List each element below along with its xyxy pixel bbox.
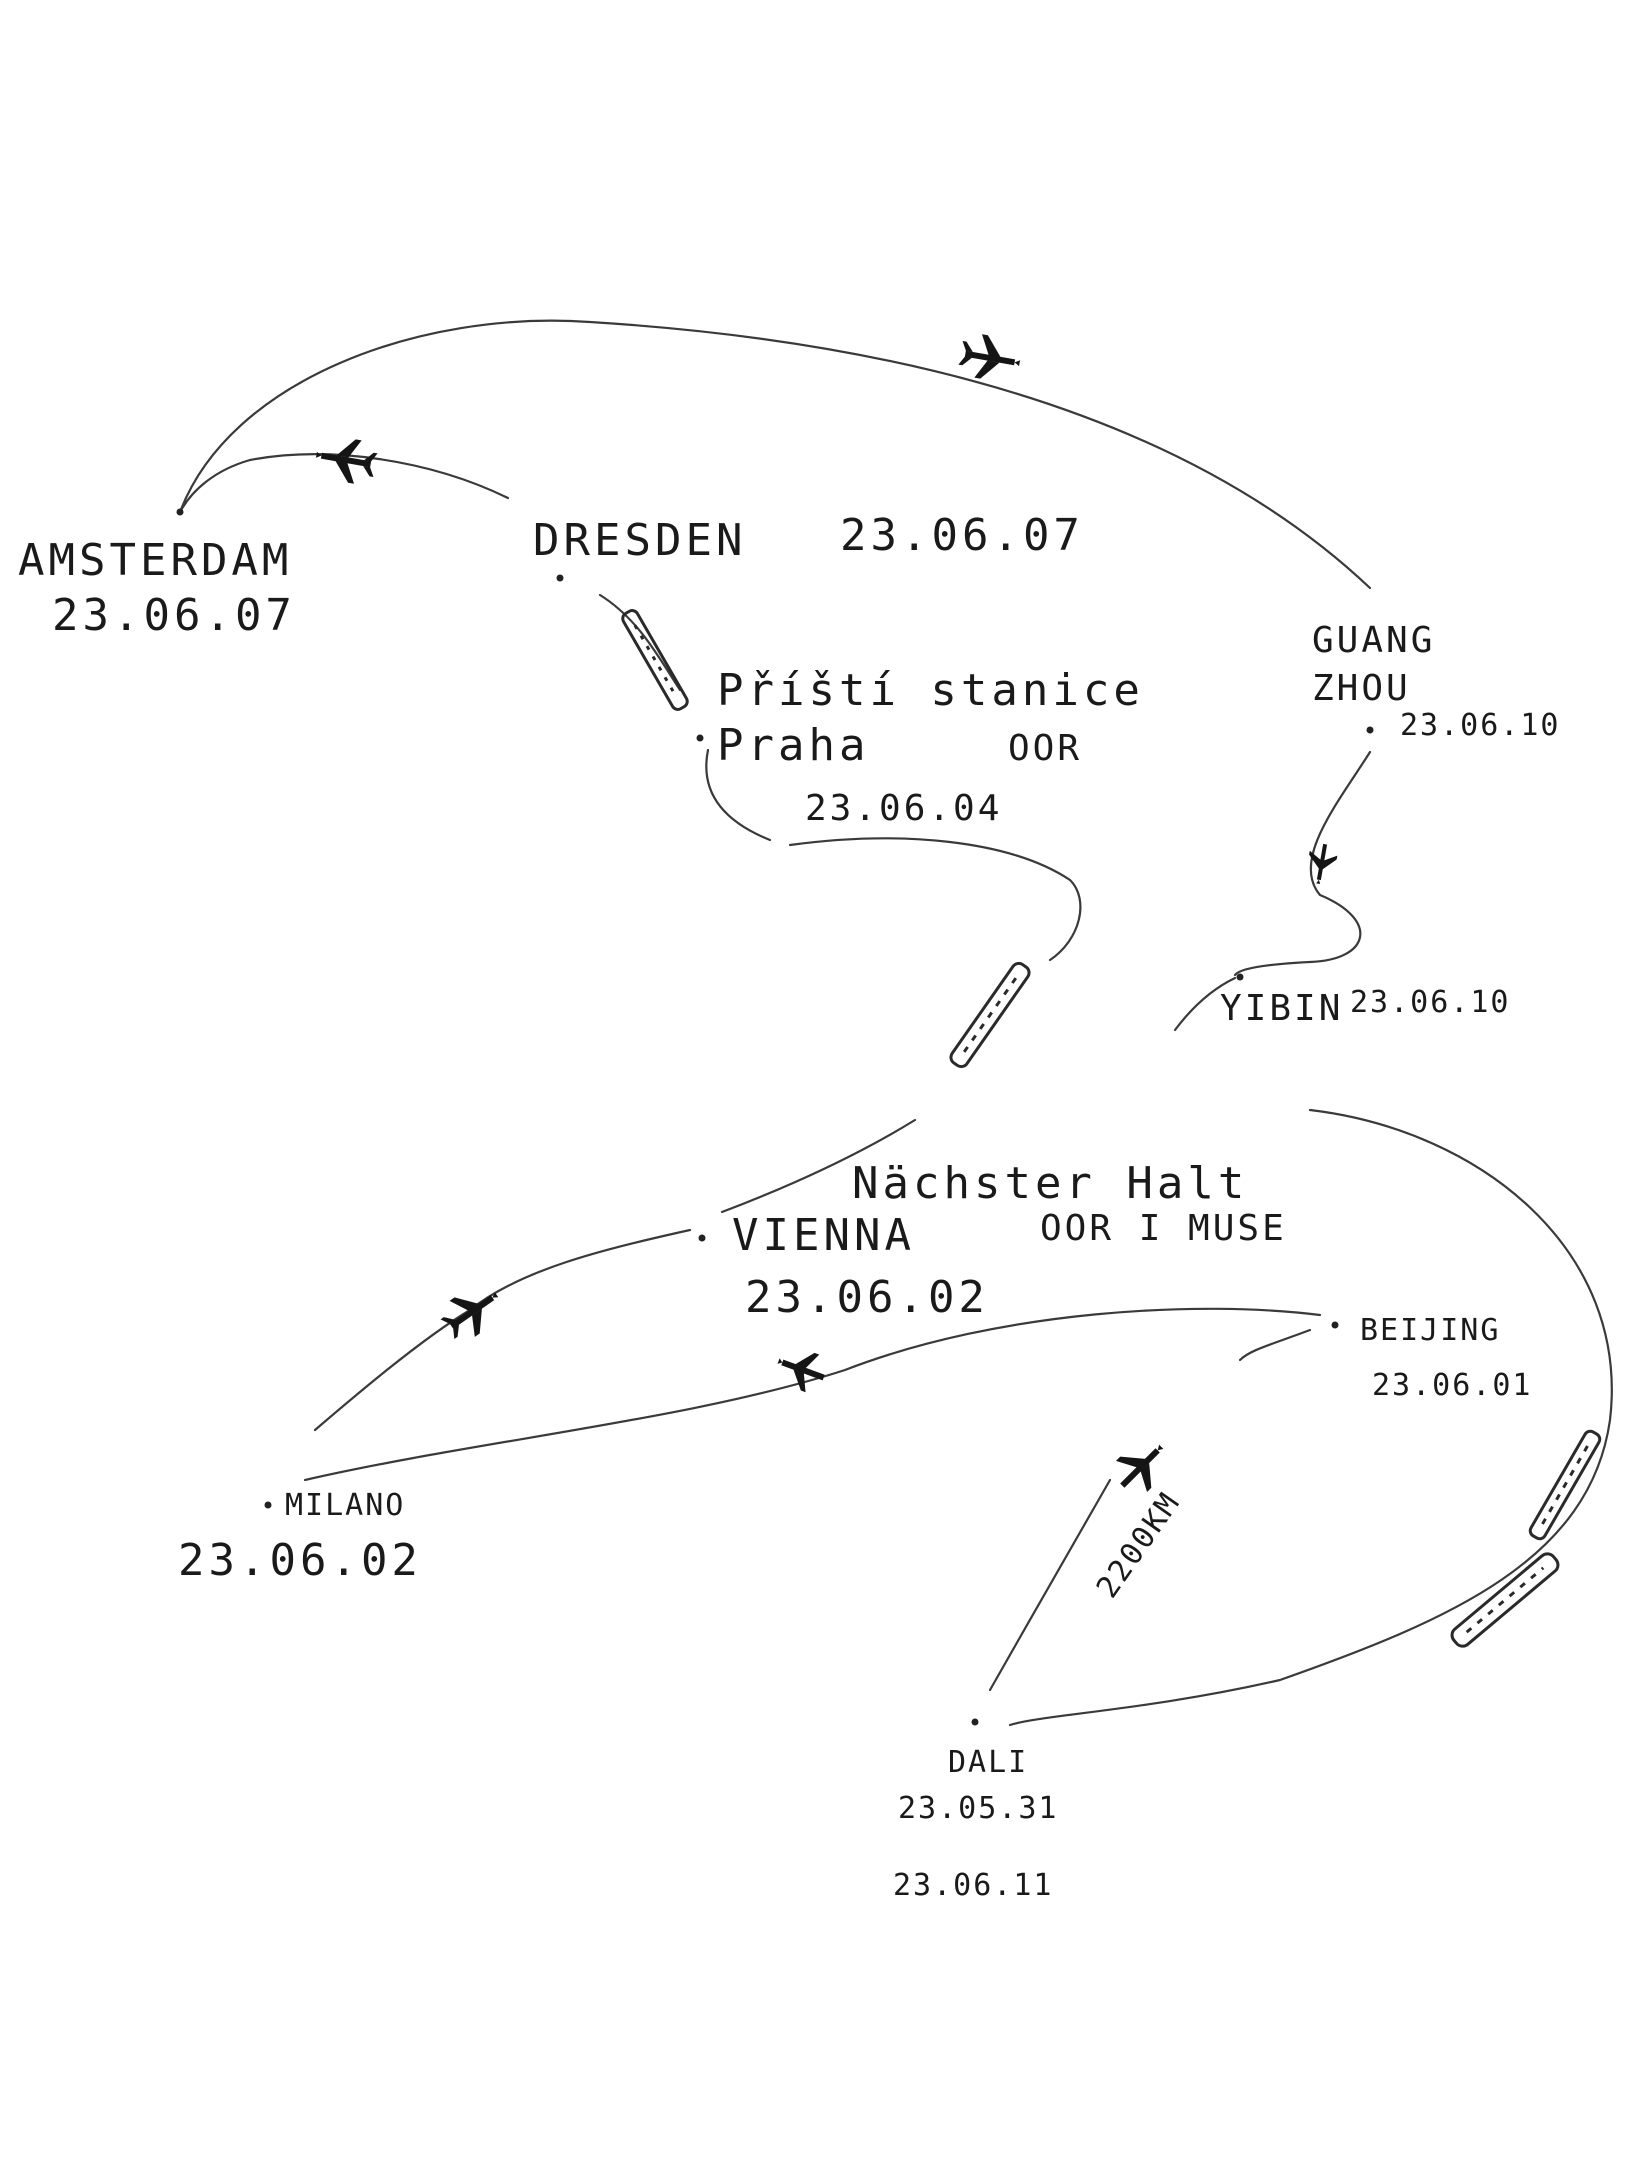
route-dresden-praha <box>598 593 682 692</box>
dot-dresden <box>556 574 564 582</box>
milano-date: 23.06.02 <box>178 1535 422 1586</box>
plane-icon <box>315 439 378 484</box>
route-beijing-dali <box>1238 1328 1312 1362</box>
route-amsterdam-guangzhou <box>178 319 1372 590</box>
plane-icon <box>958 334 1021 379</box>
vienna-extra: OOR I MUSE <box>1040 1208 1287 1249</box>
dot-yibin <box>1236 973 1244 981</box>
label-milano: MILANO 23.06.02 <box>178 1488 422 1586</box>
route-vienna-milano <box>313 1228 692 1432</box>
dresden-name: DRESDEN <box>533 515 746 566</box>
dot-dali <box>971 1718 979 1726</box>
route-dali-beijing <box>988 1478 1112 1692</box>
distance-label: 2200KM <box>1090 1486 1188 1605</box>
beijing-name: BEIJING <box>1360 1313 1500 1348</box>
dali-date1: 23.05.31 <box>898 1791 1059 1826</box>
dot-milano <box>264 1501 272 1509</box>
vienna-header: Nächster Halt <box>852 1158 1248 1209</box>
praha-extra: OOR <box>1008 728 1082 769</box>
praha-date: 23.06.04 <box>805 788 1002 829</box>
amsterdam-name: AMSTERDAM <box>18 535 292 586</box>
plane-icon <box>1309 843 1338 885</box>
route-yibin-tail <box>1173 976 1237 1032</box>
route-praha-vienna-2 <box>788 837 1082 962</box>
dot-vienna <box>698 1234 706 1242</box>
guangzhou-date: 23.06.10 <box>1400 708 1561 743</box>
route-milano-beijing <box>303 1307 1322 1482</box>
dot-beijing <box>1331 1321 1339 1329</box>
route-lines <box>178 319 1613 1727</box>
dali-date2: 23.06.11 <box>893 1868 1054 1903</box>
beijing-date: 23.06.01 <box>1372 1368 1533 1403</box>
stop-dots <box>176 508 1374 1726</box>
label-beijing: BEIJING 23.06.01 <box>1360 1313 1533 1403</box>
route-praha-vienna-1 <box>705 748 772 842</box>
dot-guangzhou <box>1366 726 1374 734</box>
praha-line2: Praha <box>717 720 869 771</box>
train-icon <box>1528 1429 1602 1541</box>
label-vienna: Nächster Halt VIENNA OOR I MUSE 23.06.02 <box>732 1158 1287 1323</box>
label-dresden: DRESDEN 23.06.07 <box>533 510 1084 566</box>
label-guangzhou: GUANG ZHOU 23.06.10 <box>1312 620 1561 743</box>
dot-amsterdam <box>176 508 184 516</box>
route-dresden-amsterdam <box>178 453 510 514</box>
label-dali: DALI 23.05.31 23.06.11 <box>893 1745 1059 1903</box>
yibin-date: 23.06.10 <box>1350 985 1511 1020</box>
route-guangzhou-yibin <box>1233 750 1372 977</box>
plane-icon <box>777 1352 825 1393</box>
dali-name: DALI <box>948 1745 1028 1780</box>
guangzhou-line1: GUANG <box>1312 620 1435 661</box>
guangzhou-line2: ZHOU <box>1312 668 1411 709</box>
label-amsterdam: AMSTERDAM 23.06.07 <box>18 535 296 641</box>
train-icon <box>1450 1552 1560 1648</box>
vienna-name: VIENNA <box>732 1210 915 1261</box>
label-praha: Příští stanice Praha OOR 23.06.04 <box>717 665 1144 829</box>
label-yibin: YIBIN 23.06.10 <box>1220 985 1511 1029</box>
yibin-name: YIBIN <box>1220 988 1343 1029</box>
train-icon <box>949 961 1031 1069</box>
train-icon <box>621 609 689 711</box>
plane-icon <box>440 1292 499 1340</box>
route-praha-vienna-3 <box>720 1118 917 1214</box>
vienna-date: 23.06.02 <box>745 1272 989 1323</box>
dresden-date: 23.06.07 <box>840 510 1084 561</box>
plane-icon <box>1115 1444 1164 1493</box>
milano-name: MILANO <box>285 1488 405 1523</box>
praha-line1: Příští stanice <box>717 665 1144 716</box>
amsterdam-date: 23.06.07 <box>52 590 296 641</box>
route-yibin-dali <box>1008 1108 1613 1727</box>
dot-praha <box>696 734 704 742</box>
